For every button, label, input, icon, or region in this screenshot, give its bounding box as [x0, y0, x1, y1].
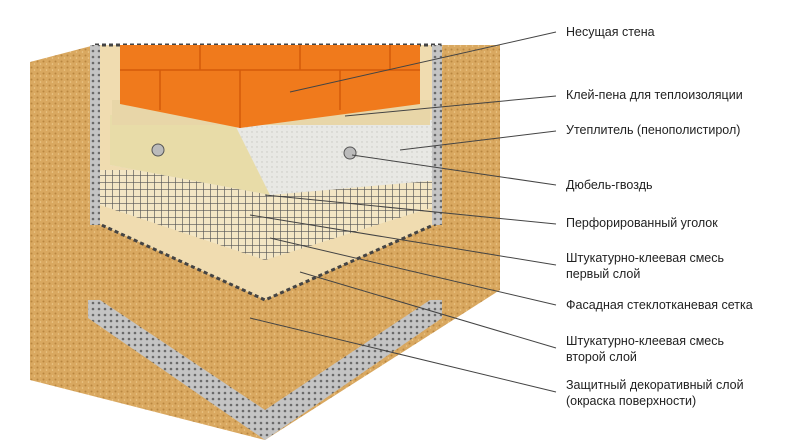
- insulation-side: [110, 115, 270, 195]
- perforated-corner-right: [432, 45, 442, 225]
- label-plaster-first: Штукатурно-клеевая смесь первый слой: [566, 250, 724, 282]
- label-line-1: Штукатурно-клеевая смесь: [566, 251, 724, 265]
- fiberglass-mesh: [100, 170, 440, 260]
- label-plaster-second: Штукатурно-клеевая смесь второй слой: [566, 333, 724, 365]
- dowel-icon: [151, 143, 165, 157]
- label-line-2: (окраска поверхности): [566, 394, 697, 408]
- perforated-corner-left: [90, 45, 100, 225]
- label-insulation: Утеплитель (пенополистирол): [566, 123, 741, 137]
- brick-joints: [120, 45, 420, 128]
- label-insulation-glue: Клей-пена для теплоизоляции: [566, 88, 743, 102]
- dowel-icon: [343, 146, 357, 160]
- label-line-2: первый слой: [566, 267, 641, 281]
- label-dowel: Дюбель-гвоздь: [566, 178, 653, 192]
- perforated-corner-bottom: [88, 300, 442, 440]
- label-decorative-layer: Защитный декоративный слой (окраска пове…: [566, 377, 744, 409]
- label-line-2: второй слой: [566, 350, 637, 364]
- label-load-bearing-wall: Несущая стена: [566, 25, 655, 39]
- label-perforated-corner: Перфорированный уголок: [566, 216, 718, 230]
- leader-lines: [249, 31, 557, 393]
- label-fiberglass-mesh: Фасадная стеклотканевая сетка: [566, 298, 753, 312]
- label-line-1: Штукатурно-клеевая смесь: [566, 334, 724, 348]
- label-line-1: Защитный декоративный слой: [566, 378, 744, 392]
- load-bearing-wall: [120, 45, 420, 128]
